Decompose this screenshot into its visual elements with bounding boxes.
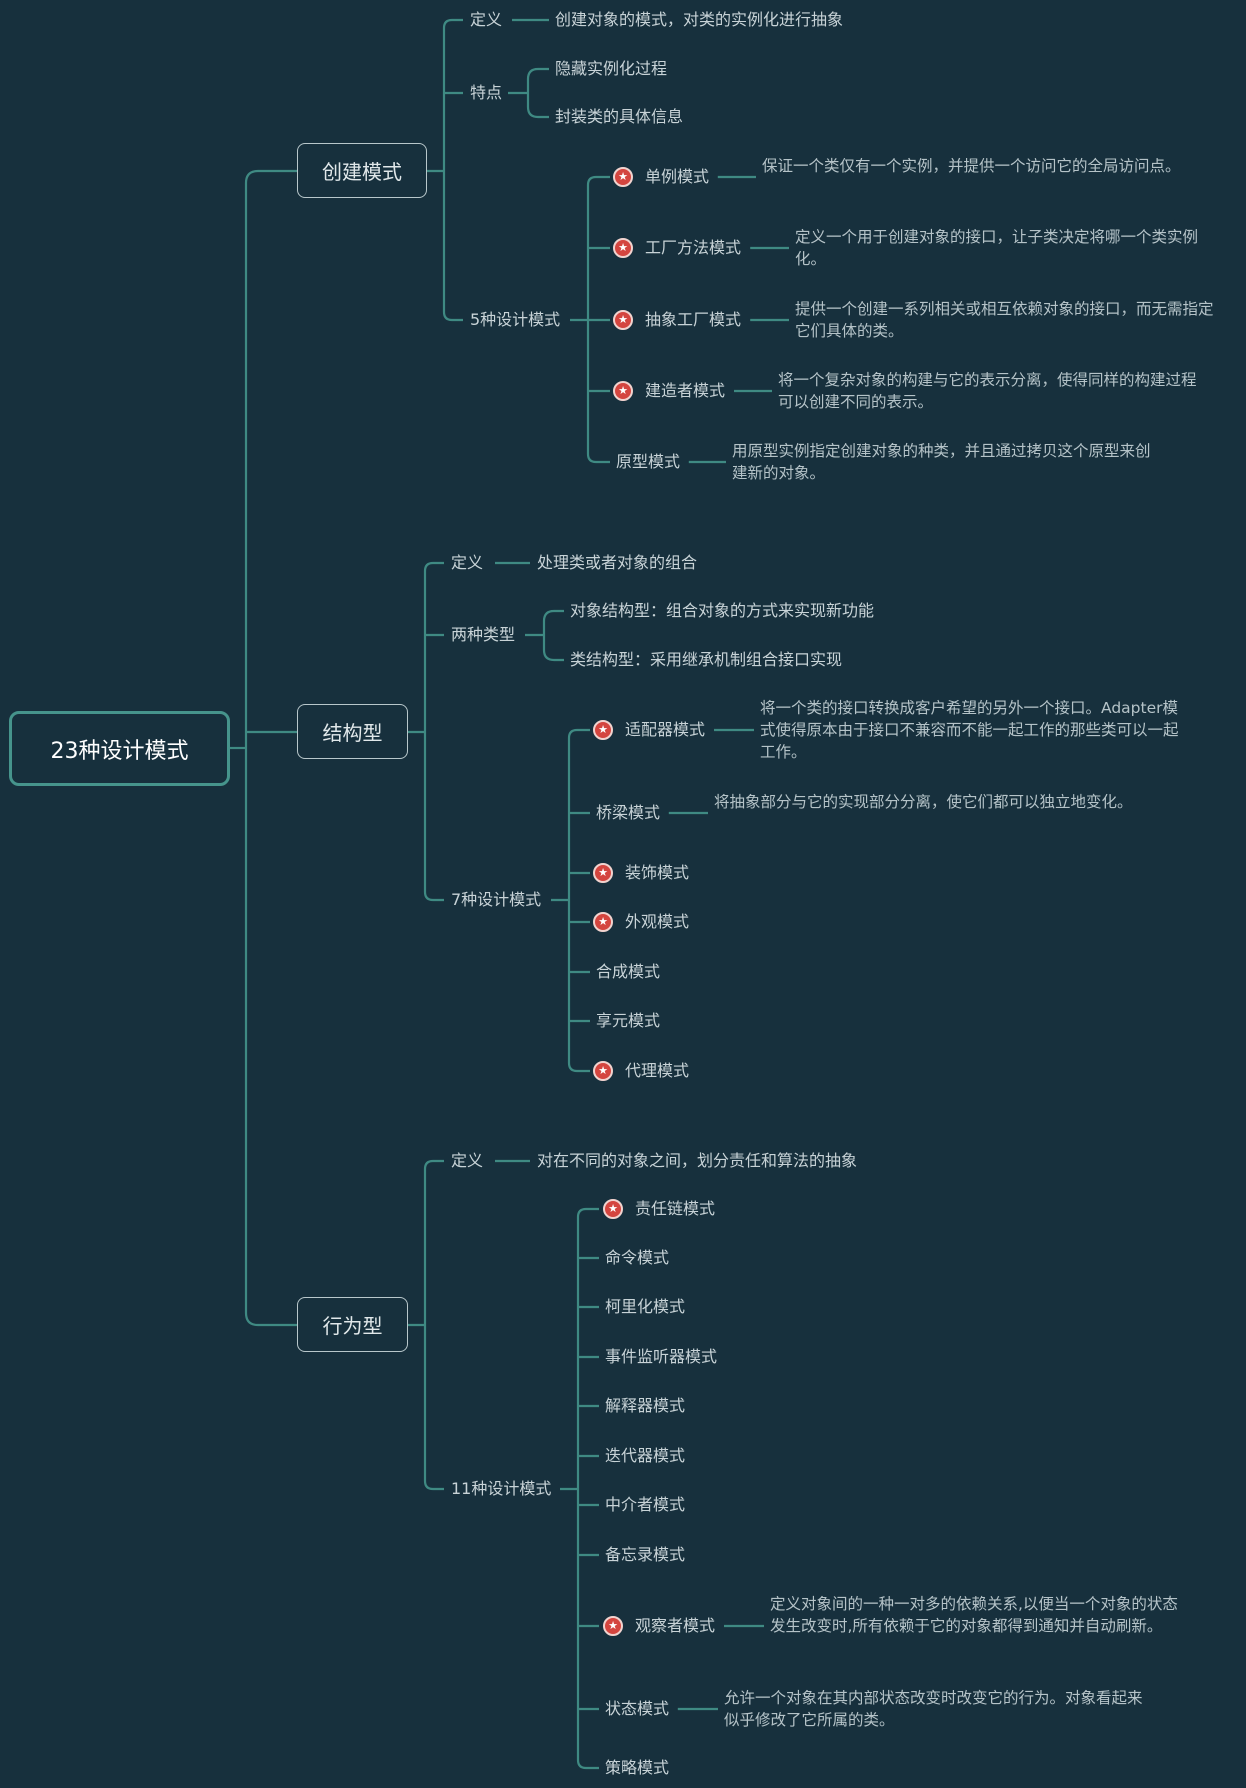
pattern-description: 将一个类的接口转换成客户希望的另外一个接口。Adapter模式使得原本由于接口不… <box>760 699 1179 761</box>
pattern-description: 将一个复杂对象的构建与它的表示分离，使得同样的构建过程可以创建不同的表示。 <box>778 371 1197 411</box>
star-icon: ★ <box>593 863 613 883</box>
connector-line <box>423 561 444 902</box>
types-label[interactable]: 两种类型 <box>451 625 516 644</box>
connector-line <box>423 1159 444 1491</box>
pattern-node[interactable]: 桥梁模式 <box>596 803 661 822</box>
pattern-node[interactable]: 责任链模式 <box>635 1199 716 1218</box>
root-node[interactable]: 23种设计模式 <box>9 711 230 786</box>
star-icon: ★ <box>613 167 633 187</box>
star-icon: ★ <box>613 310 633 330</box>
pattern-node[interactable]: 工厂方法模式 <box>645 238 742 257</box>
pattern-node[interactable]: 原型模式 <box>616 452 681 471</box>
patterns-group-label[interactable]: 11种设计模式 <box>451 1479 552 1498</box>
pattern-node[interactable]: 单例模式 <box>645 167 710 186</box>
star-icon: ★ <box>593 720 613 740</box>
pattern-description: 定义对象间的一种一对多的依赖关系,以便当一个对象的状态发生改变时,所有依赖于它的… <box>770 1595 1178 1635</box>
type-item[interactable]: 对象结构型：组合对象的方式来实现新功能 <box>570 601 875 620</box>
definition-text[interactable]: 对在不同的对象之间，划分责任和算法的抽象 <box>537 1151 858 1170</box>
connector-line <box>576 1207 599 1770</box>
pattern-node[interactable]: 合成模式 <box>596 962 661 981</box>
definition-label[interactable]: 定义 <box>470 10 503 29</box>
pattern-node[interactable]: 策略模式 <box>605 1758 670 1777</box>
pattern-node[interactable]: 享元模式 <box>596 1011 661 1030</box>
pattern-node[interactable]: 抽象工厂模式 <box>645 310 742 329</box>
connector-line <box>442 18 463 322</box>
pattern-node[interactable]: 迭代器模式 <box>605 1446 686 1465</box>
type-item[interactable]: 类结构型：采用继承机制组合接口实现 <box>570 650 843 669</box>
feature-item[interactable]: 隐藏实例化过程 <box>555 59 668 78</box>
pattern-node[interactable]: 命令模式 <box>605 1248 670 1267</box>
category-structural-label: 结构型 <box>322 721 383 745</box>
pattern-description: 提供一个创建一系列相关或相互依赖对象的接口，而无需指定它们具体的类。 <box>795 300 1214 340</box>
pattern-node[interactable]: 状态模式 <box>605 1699 670 1718</box>
connector-line <box>244 169 297 1327</box>
star-icon: ★ <box>603 1199 623 1219</box>
star-icon: ★ <box>613 381 633 401</box>
pattern-node[interactable]: 观察者模式 <box>635 1616 716 1635</box>
pattern-description: 保证一个类仅有一个实例，并提供一个访问它的全局访问点。 <box>762 157 1181 175</box>
category-creational-label: 创建模式 <box>322 160 402 184</box>
connector-line <box>567 728 590 1073</box>
category-structural[interactable]: 结构型 <box>297 704 408 759</box>
pattern-description: 定义一个用于创建对象的接口，让子类决定将哪一个类实例化。 <box>795 228 1199 268</box>
connector-line <box>542 609 564 662</box>
category-creational[interactable]: 创建模式 <box>297 143 427 198</box>
category-behavioral[interactable]: 行为型 <box>297 1297 408 1352</box>
patterns-group-label[interactable]: 5种设计模式 <box>470 310 561 329</box>
pattern-description: 用原型实例指定创建对象的种类，并且通过拷贝这个原型来创建新的对象。 <box>732 442 1151 482</box>
star-icon: ★ <box>593 1061 613 1081</box>
pattern-node[interactable]: 装饰模式 <box>625 863 690 882</box>
patterns-group-label[interactable]: 7种设计模式 <box>451 890 542 909</box>
star-icon: ★ <box>603 1616 623 1636</box>
pattern-description: 允许一个对象在其内部状态改变时改变它的行为。对象看起来似乎修改了它所属的类。 <box>724 1689 1143 1729</box>
pattern-node[interactable]: 中介者模式 <box>605 1495 686 1514</box>
pattern-node[interactable]: 备忘录模式 <box>605 1545 686 1564</box>
connector-line <box>526 67 549 119</box>
feature-item[interactable]: 封装类的具体信息 <box>555 107 684 126</box>
definition-text[interactable]: 处理类或者对象的组合 <box>537 553 698 572</box>
feature-label[interactable]: 特点 <box>470 83 503 102</box>
pattern-node[interactable]: 事件监听器模式 <box>605 1347 718 1366</box>
star-icon: ★ <box>613 238 633 258</box>
category-behavioral-label: 行为型 <box>322 1314 383 1338</box>
pattern-node[interactable]: 柯里化模式 <box>605 1297 686 1316</box>
pattern-description: 将抽象部分与它的实现部分分离，使它们都可以独立地变化。 <box>714 793 1133 811</box>
definition-text[interactable]: 创建对象的模式，对类的实例化进行抽象 <box>555 10 844 29</box>
pattern-node[interactable]: 适配器模式 <box>625 720 706 739</box>
pattern-node[interactable]: 代理模式 <box>625 1061 690 1080</box>
star-icon: ★ <box>593 912 613 932</box>
definition-label[interactable]: 定义 <box>451 1151 484 1170</box>
pattern-node[interactable]: 外观模式 <box>625 912 690 931</box>
definition-label[interactable]: 定义 <box>451 553 484 572</box>
pattern-node[interactable]: 解释器模式 <box>605 1396 686 1415</box>
root-node-label: 23种设计模式 <box>50 738 189 764</box>
pattern-node[interactable]: 建造者模式 <box>645 381 726 400</box>
